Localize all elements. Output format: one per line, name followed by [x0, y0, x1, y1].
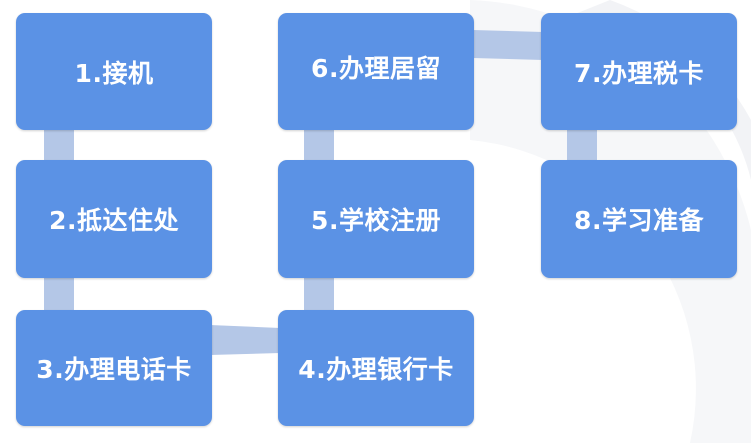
connector-step1-step2 [44, 128, 74, 160]
connector-step5-step6 [304, 128, 334, 160]
step-8-box: 8.学习准备 [541, 160, 737, 278]
connector-step3-step4 [210, 325, 280, 355]
connector-step7-step8 [567, 128, 597, 160]
step-7-label: 7.办理税卡 [574, 58, 704, 88]
step-1-label: 1.接机 [74, 58, 154, 88]
step-2-label: 2.抵达住处 [49, 206, 179, 235]
step-1-box: 1.接机 [16, 13, 212, 130]
step-3-label: 3.办理电话卡 [36, 355, 192, 384]
connector-step6-step7 [473, 30, 543, 60]
step-6-box: 6.办理居留 [278, 13, 474, 130]
step-3-box: 3.办理电话卡 [16, 310, 212, 426]
connector-step4-step5 [304, 278, 334, 310]
step-8-label: 8.学习准备 [574, 206, 704, 235]
connector-step2-step3 [44, 278, 74, 310]
step-5-label: 5.学校注册 [311, 206, 441, 235]
step-4-label: 4.办理银行卡 [298, 355, 454, 384]
step-6-label: 6.办理居留 [311, 53, 441, 83]
step-4-box: 4.办理银行卡 [278, 310, 474, 426]
step-7-box: 7.办理税卡 [541, 13, 737, 130]
step-2-box: 2.抵达住处 [16, 160, 212, 278]
step-5-box: 5.学校注册 [278, 160, 474, 278]
